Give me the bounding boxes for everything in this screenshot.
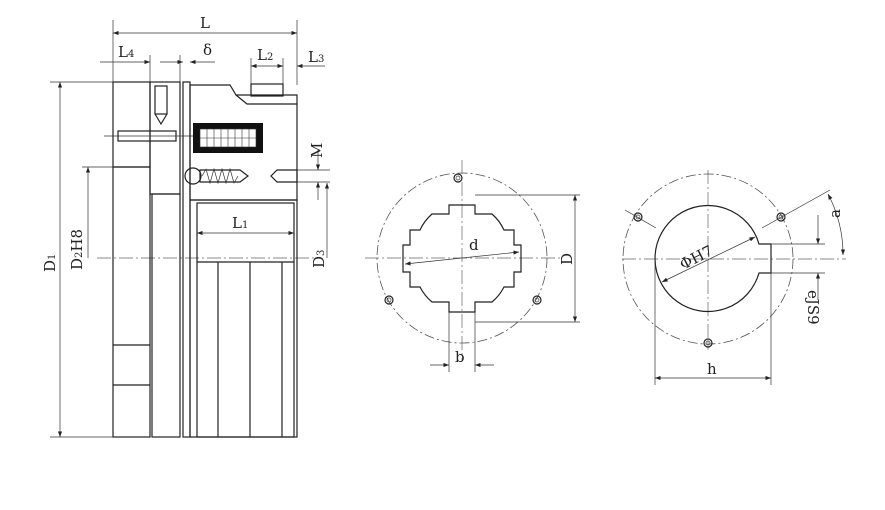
left-hub-section — [112, 81, 151, 168]
label-b: b — [455, 348, 465, 366]
label-bore-H7: ΦH7 — [677, 242, 716, 274]
tapped-hole-M — [270, 169, 298, 183]
set-screw — [154, 85, 168, 115]
label-D2H8: D2H8 — [68, 229, 86, 270]
spring-bore — [199, 169, 249, 183]
section-view: L L4 δ L2 L3 M D1 D2H8 L1 D3 — [41, 14, 330, 438]
label-L: L — [200, 14, 210, 32]
armature-body — [151, 193, 181, 438]
bolt-circle — [376, 172, 548, 344]
spline-view: d D b — [365, 160, 580, 372]
bolt-circle — [622, 173, 794, 345]
label-D: D — [558, 253, 576, 265]
left-hub-body — [112, 166, 151, 438]
label-eJS9: eJS9 — [804, 290, 822, 325]
label-D1: D1 — [41, 254, 59, 272]
slip-ring — [250, 83, 284, 97]
mounting-holes — [624, 189, 831, 348]
keyway-view: ΦH7 a eJS9 h — [622, 170, 846, 385]
label-delta: δ — [203, 41, 212, 59]
label-h: h — [707, 360, 717, 378]
spring — [201, 167, 239, 185]
label-L2: L2 — [257, 46, 273, 64]
mounting-holes — [384, 173, 542, 305]
label-M: M — [308, 143, 326, 158]
label-L1: L1 — [232, 214, 248, 232]
keyed-bore — [654, 204, 772, 313]
label-d: d — [469, 236, 479, 254]
label-a: a — [826, 209, 844, 218]
label-L4: L4 — [118, 43, 134, 61]
friction-plate — [182, 81, 191, 438]
detent-ball — [184, 167, 202, 185]
label-L3: L3 — [308, 48, 324, 66]
magnet-body — [189, 199, 298, 438]
label-D3: D3 — [310, 250, 328, 268]
